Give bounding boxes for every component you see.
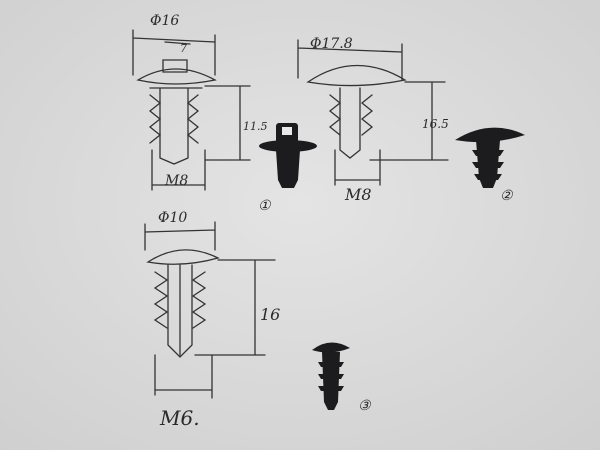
- clip-shaft-outline: [167, 264, 193, 358]
- sample-number: ③: [358, 398, 372, 414]
- sample-number: ②: [500, 188, 514, 204]
- dimension-slot: 7: [180, 42, 187, 55]
- sketch-2: Φ17.8 16.5 M8 ②: [297, 36, 514, 204]
- dimension-height: 16.5: [422, 117, 449, 131]
- thread-dimension-line: [154, 354, 213, 399]
- thread-dimension-line: [151, 149, 206, 191]
- clip-head-outline: [146, 249, 220, 265]
- dimension-height: 11.5: [243, 120, 268, 133]
- dimension-thread: M8: [164, 173, 188, 189]
- sample-number: ①: [258, 198, 272, 214]
- diameter-dimension-line: [144, 221, 216, 251]
- dimension-diameter: Φ10: [158, 210, 187, 226]
- sketch-1: Φ16 7 11.5 M8 ①: [132, 13, 272, 214]
- diameter-dimension-line: [132, 29, 216, 76]
- height-dimension-line: [204, 85, 251, 161]
- clip-shaft-outline: [149, 87, 203, 165]
- height-dimension-line: [369, 81, 449, 161]
- clip-barbs-outline: [153, 271, 207, 329]
- dimension-diameter: Φ17.8: [310, 36, 353, 52]
- dimension-thread: M6.: [159, 406, 200, 430]
- dimension-thread: M8: [344, 185, 372, 204]
- clip-head-outline: [306, 64, 407, 87]
- clip-sample-2: [455, 127, 525, 188]
- clip-barbs-outline: [148, 94, 200, 144]
- thread-dimension-line: [334, 149, 381, 186]
- dimension-diameter: Φ16: [150, 13, 179, 29]
- clip-sample-1: [259, 123, 317, 188]
- clip-head-outline: [136, 59, 217, 85]
- clip-barbs-outline: [328, 94, 374, 136]
- height-dimension-line: [194, 259, 276, 356]
- dimension-height: 16: [260, 305, 280, 324]
- sketch-3: Φ10 16 M6. ③: [144, 210, 372, 430]
- diameter-dimension-line: [297, 39, 403, 81]
- clip-sample-3: [312, 342, 350, 410]
